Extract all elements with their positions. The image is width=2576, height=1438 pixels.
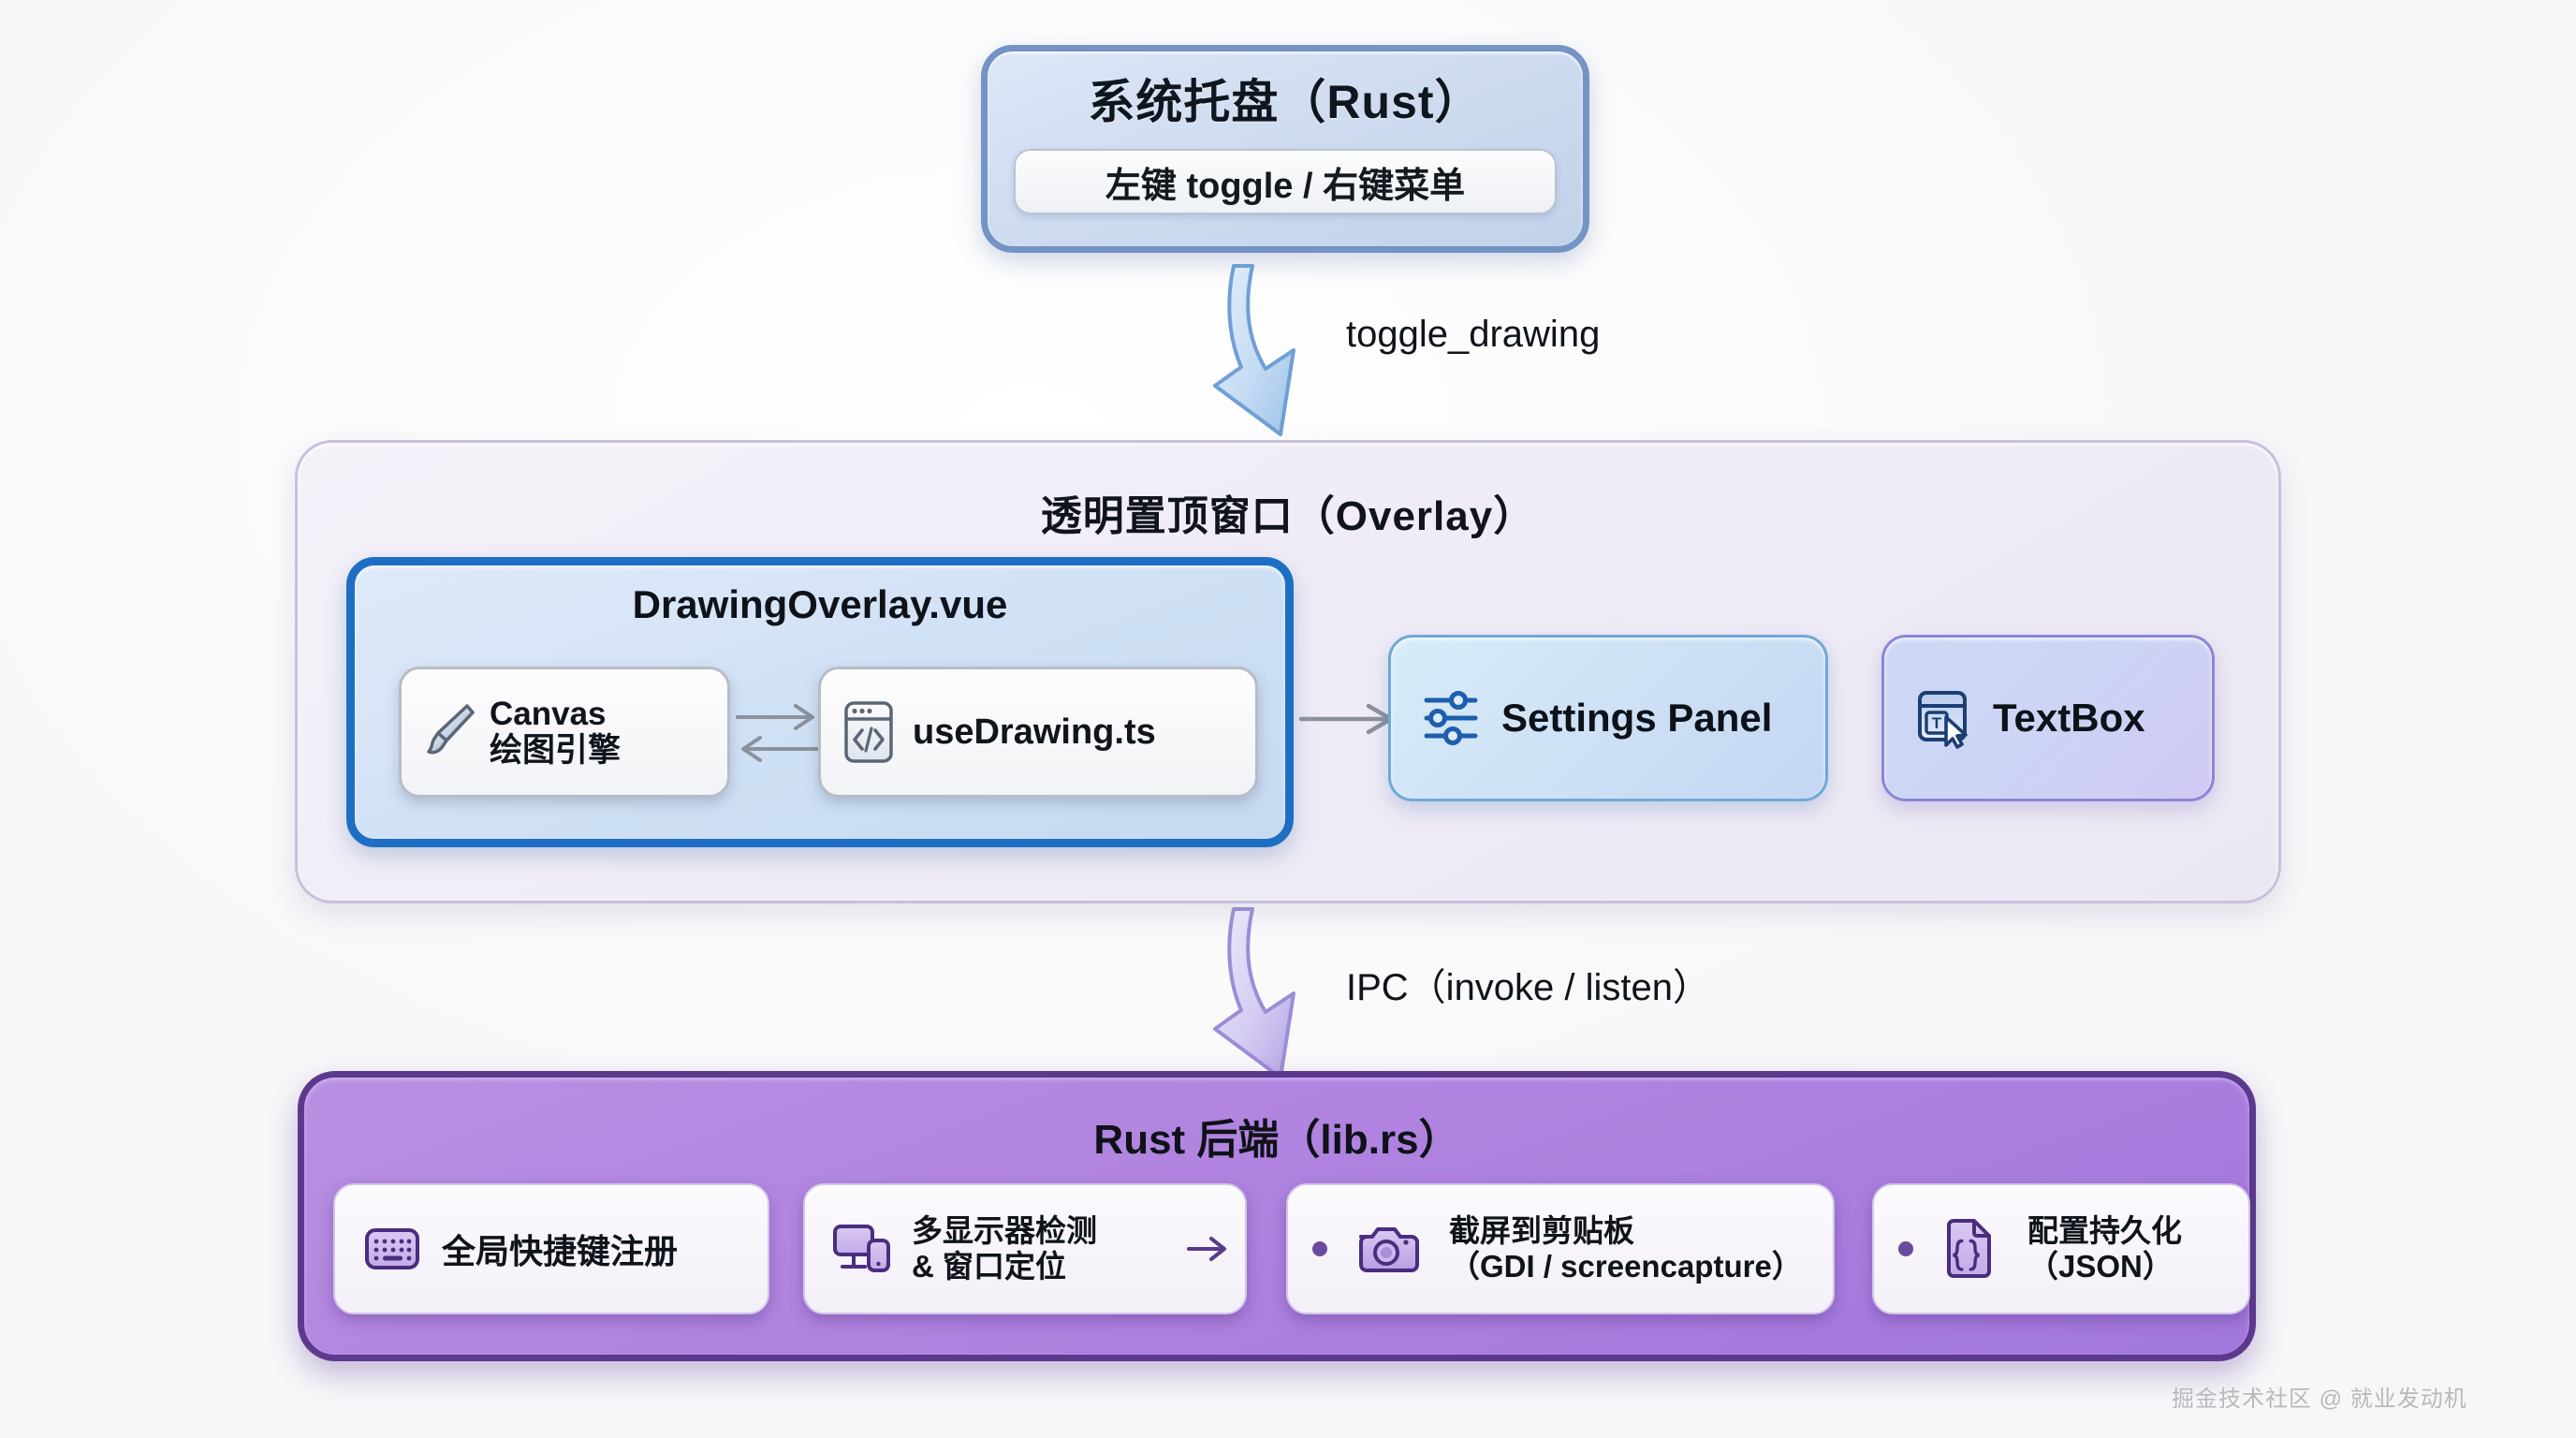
watermark: 掘金技术社区 @ 就业发动机 [2172, 1387, 2467, 1412]
keyboard-icon [363, 1220, 421, 1278]
multi-monitor-card: 多显示器检测 & 窗口定位 [803, 1183, 1247, 1314]
use-drawing-ts-card: useDrawing.ts [818, 667, 1258, 798]
system-tray-title: 系统托盘（Rust） [1088, 76, 1483, 128]
toggle-drawing-label: toggle_drawing [1346, 314, 1601, 355]
canvas-usedrawing-bidirectional-arrows [736, 704, 820, 762]
canvas-engine-card: Canvas 绘图引擎 [399, 667, 730, 798]
overlay-to-settings-arrow [1298, 703, 1394, 735]
config-persistence-line1: 配置持久化 [2027, 1213, 2182, 1249]
multi-monitor-line2: & 窗口定位 [912, 1249, 1066, 1284]
screenshot-clipboard-labels: 截屏到剪贴板 （GDI / screencapture） [1449, 1213, 1803, 1284]
screenshot-clipboard-line1: 截屏到剪贴板 [1449, 1213, 1634, 1249]
textbox-cursor-icon: T [1914, 685, 1974, 751]
config-persistence-labels: 配置持久化 （JSON） [2027, 1213, 2182, 1284]
multi-monitor-labels: 多显示器检测 & 窗口定位 [912, 1213, 1097, 1284]
config-bullet-dot [1898, 1241, 1913, 1256]
multi-monitor-next-arrow [1187, 1237, 1226, 1261]
settings-panel-node: Settings Panel [1388, 635, 1828, 801]
toggle-drawing-arrow [1213, 264, 1295, 436]
json-file-icon [1941, 1218, 1996, 1280]
ipc-label: IPC（invoke / listen） [1346, 967, 1711, 1008]
screenshot-bullet-dot [1312, 1241, 1327, 1256]
textbox-label: TextBox [1993, 696, 2145, 740]
canvas-engine-labels: Canvas 绘图引擎 [490, 696, 621, 769]
screenshot-clipboard-card: 截屏到剪贴板 （GDI / screencapture） [1286, 1183, 1835, 1314]
system-tray-subtitle: 左键 toggle / 右键菜单 [1014, 149, 1557, 214]
svg-text:T: T [1932, 714, 1942, 732]
sliders-icon [1421, 685, 1481, 751]
drawing-overlay-vue-title: DrawingOverlay.vue [632, 582, 1008, 626]
settings-panel-label: Settings Panel [1501, 696, 1773, 740]
system-tray-node: 系统托盘（Rust） 左键 toggle / 右键菜单 [981, 45, 1589, 253]
use-drawing-ts-label: useDrawing.ts [913, 712, 1156, 752]
camera-icon [1355, 1222, 1419, 1276]
multi-monitor-line1: 多显示器检测 [912, 1213, 1097, 1249]
global-hotkey-card: 全局快捷键注册 [333, 1183, 769, 1314]
overlay-window-title: 透明置顶窗口（Overlay） [1040, 493, 1536, 539]
canvas-engine-line1: Canvas [490, 695, 607, 732]
code-window-icon [842, 698, 896, 766]
ipc-arrow [1213, 907, 1295, 1079]
config-persistence-card: 配置持久化 （JSON） [1872, 1183, 2250, 1314]
canvas-engine-line2: 绘图引擎 [490, 732, 622, 769]
screenshot-clipboard-line2: （GDI / screencapture） [1449, 1249, 1803, 1284]
paintbrush-icon [418, 699, 476, 765]
textbox-node: T TextBox [1881, 635, 2215, 801]
global-hotkey-label: 全局快捷键注册 [442, 1232, 679, 1270]
multi-monitor-icon [831, 1219, 893, 1279]
rust-backend-title: Rust 后端（lib.rs） [1093, 1117, 1460, 1163]
config-persistence-line2: （JSON） [2027, 1249, 2174, 1284]
